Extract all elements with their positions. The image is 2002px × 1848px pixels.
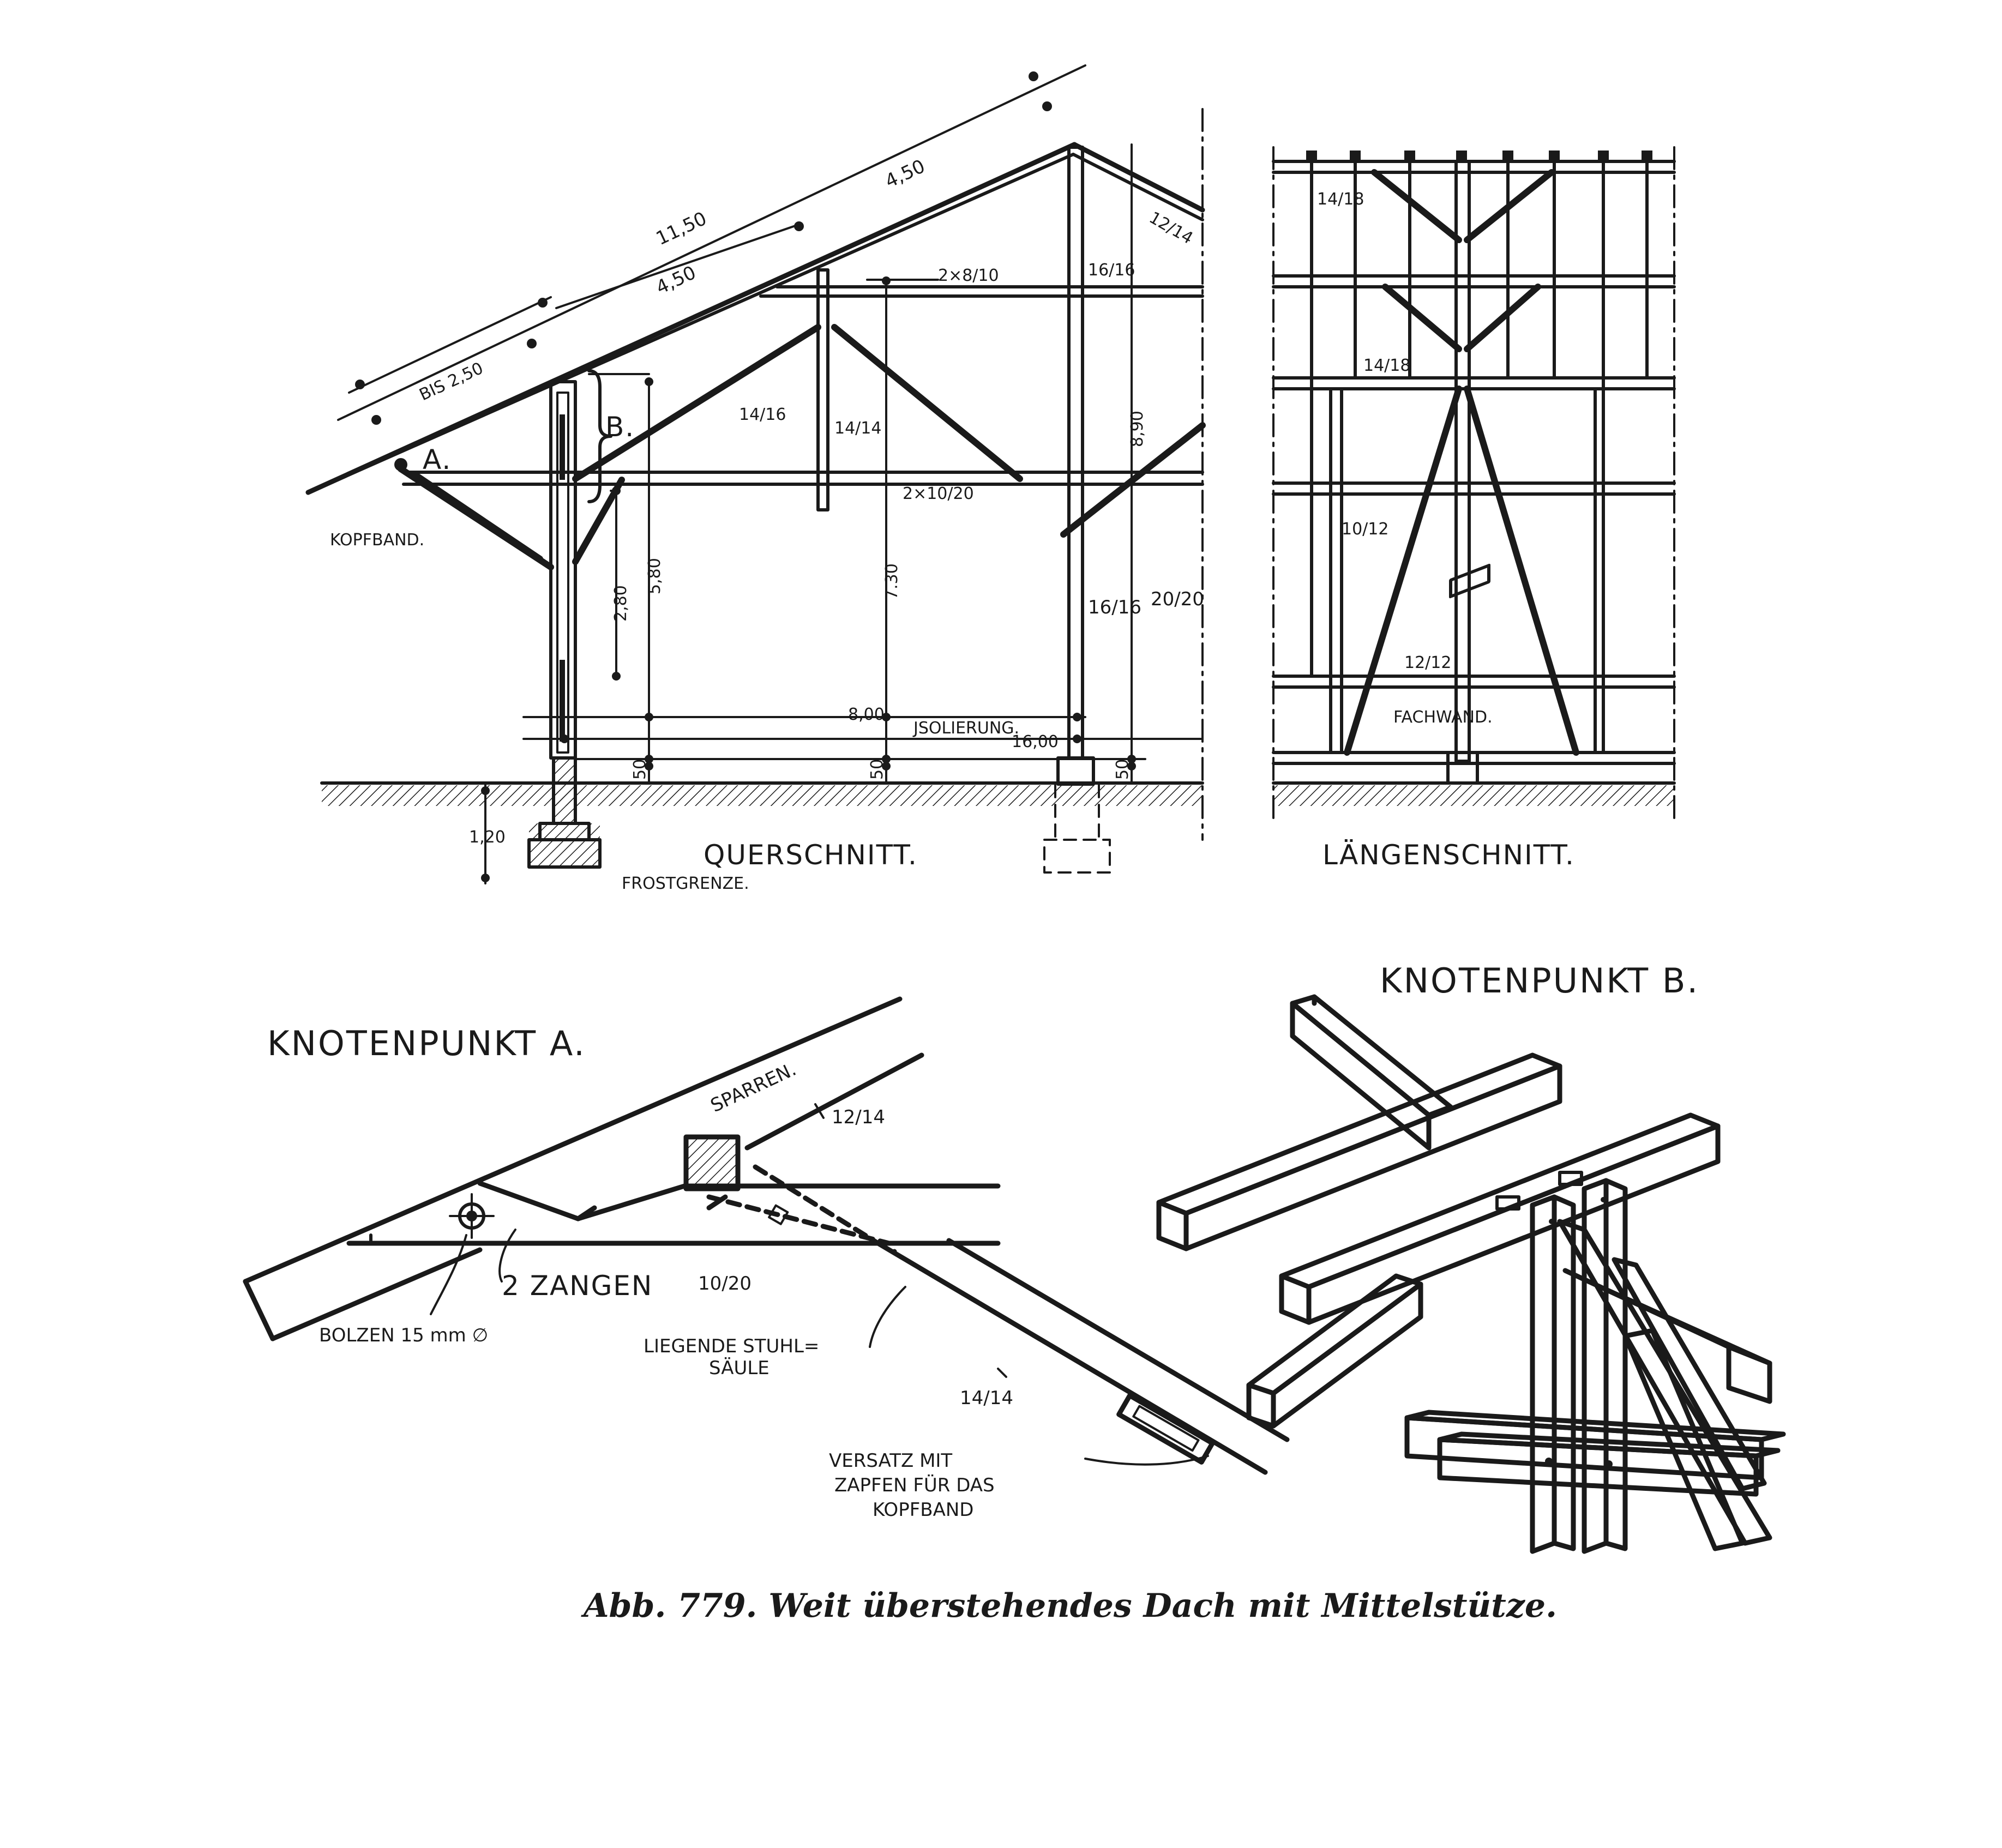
iso-beam-lower-diagonal (1246, 1273, 1423, 1429)
label-stuhlsaeule-2: SÄULE (709, 1357, 769, 1379)
label-14-16: 14/16 (739, 405, 786, 424)
label-sparren: SPARREN. (707, 1058, 799, 1117)
figure-caption: Abb. 779. Weit überstehendes Dach mit Mi… (581, 1587, 1557, 1625)
dim-5-80: 5,80 (645, 558, 664, 594)
outer-post (549, 380, 577, 760)
node-b-detail: KNOTENPUNKT B. (1156, 563, 1786, 1554)
label-14-18-mid: 14/18 (1363, 356, 1410, 375)
label-12-12: 12/12 (1404, 653, 1451, 672)
dim-7-30: 7.30 (882, 563, 901, 600)
longitudinal-section: 14/18 14/18 10/12 12/12 FACHWAND. LÄNGEN… (1272, 146, 1676, 871)
iso-beam-right-diagonal (1562, 1268, 1772, 1404)
dim-50-b: 50 (868, 759, 887, 780)
label-zangen: 2 ZANGEN (502, 1270, 653, 1302)
label-kopfband: KOPFBAND. (330, 531, 424, 550)
roof-dimension-line (337, 64, 1086, 425)
stuhlsaeule (706, 1164, 1290, 1475)
dim-4-50-upper: 4,50 (882, 155, 929, 192)
label-versatz-2: ZAPFEN FÜR DAS (834, 1474, 995, 1496)
label-node-b: B. (605, 411, 635, 443)
sparren-section (683, 1134, 741, 1191)
inclined-struts (411, 324, 1206, 565)
iso-beam-second (1279, 563, 1721, 1325)
cross-section: 11,50 4,50 4,50 BIS 2,50 8,90 7.30 5,80 … (305, 64, 1206, 893)
dim-50-a: 50 (630, 759, 650, 780)
label-frostgrenze: FROSTGRENZE. (622, 874, 749, 893)
label-stuhlsaeule-1: LIEGENDE STUHL= (644, 1335, 819, 1357)
kopfband-brace (398, 466, 554, 570)
dim-1-20: 1,20 (469, 828, 506, 847)
horizontal-dimensions (522, 279, 1204, 763)
iso-beam-top (1156, 1052, 1562, 1251)
node-a-title: KNOTENPUNKT A. (267, 1024, 586, 1063)
longitudinal-section-title: LÄNGENSCHNITT. (1322, 839, 1575, 871)
node-a-marker (394, 458, 407, 471)
hanging-post (816, 268, 829, 511)
label-16-16-top: 16/16 (1088, 261, 1135, 280)
ground-line (320, 781, 1204, 806)
label-2x10-20: 2×10/20 (903, 484, 974, 503)
label-fachwand: FACHWAND. (1393, 708, 1493, 727)
footing-left (527, 756, 602, 869)
dim-11-50: 11,50 (653, 208, 710, 250)
node-a-leaders (430, 1103, 1209, 1466)
dim-50-c: 50 (1113, 759, 1132, 780)
longitudinal-posts (1310, 160, 1649, 785)
label-14-18-top: 14/18 (1317, 190, 1364, 209)
dim-8-00: 8,00 (848, 705, 885, 724)
dim-8-90: 8,90 (1128, 411, 1147, 447)
node-a-detail: KNOTENPUNKT A. (243, 996, 1290, 1521)
label-versatz-3: KOPFBAND (873, 1499, 973, 1521)
dim-2-80: 2,80 (611, 585, 630, 622)
label-10-12: 10/12 (1342, 520, 1388, 539)
label-zangen-size: 10/20 (698, 1273, 751, 1295)
label-20-20: 20/20 (1151, 588, 1204, 610)
cross-section-title: QUERSCHNITT. (704, 839, 918, 871)
label-node-a: A. (423, 444, 452, 475)
iso-beam-upper-diagonal (1290, 994, 1453, 1151)
label-isolierung: JSOLIERUNG. (912, 719, 1019, 738)
rafter-ends (1306, 151, 1652, 161)
rafter (305, 142, 1205, 495)
bolt-icon (449, 1193, 495, 1239)
node-a-rafter (243, 996, 924, 1341)
dim-16-00: 16,00 (1012, 732, 1059, 751)
label-2x8-10: 2×8/10 (938, 266, 999, 285)
longitudinal-beams (1272, 160, 1676, 765)
node-b-title: KNOTENPUNKT B. (1380, 961, 1699, 1001)
label-14-14: 14/14 (834, 419, 881, 438)
longitudinal-braces (1344, 169, 1579, 756)
label-16-16-lower: 16/16 (1088, 597, 1141, 618)
iso-bottom-ties (1404, 1410, 1786, 1497)
label-stuhlsaeule-size: 14/14 (960, 1387, 1013, 1409)
vertical-dimensions (481, 143, 1136, 884)
label-versatz-1: VERSATZ MIT (829, 1450, 952, 1472)
iso-struts (1557, 1219, 1772, 1551)
versatz-mortise (1116, 1393, 1215, 1465)
label-bolzen: BOLZEN 15 mm ∅ (319, 1325, 488, 1346)
iso-posts (1530, 1178, 1628, 1554)
label-sparren-size: 12/14 (832, 1106, 885, 1128)
